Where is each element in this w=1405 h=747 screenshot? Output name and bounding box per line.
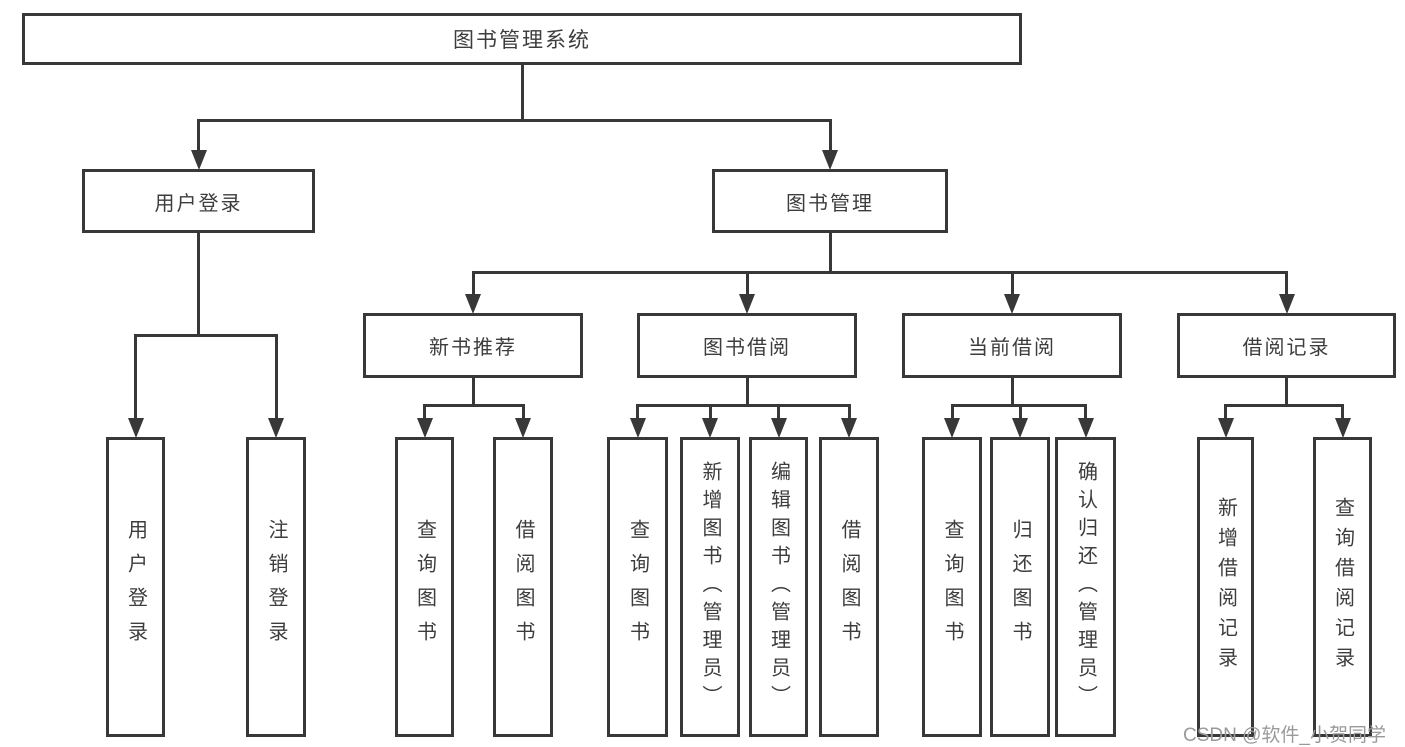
diagram-node-login-1: 用户登录 [106,437,165,737]
connector-line [745,378,749,405]
connector-line [708,405,712,421]
connector-arrowhead [190,150,207,170]
diagram-node-label: 新增图书（管理员） [699,461,721,713]
connector-line [847,405,851,421]
diagram-node-label: 新书推荐 [429,337,517,359]
diagram-node-label: 借阅记录 [1242,337,1331,359]
connector-line [197,118,832,122]
connector-arrowhead [822,150,838,170]
diagram-node-label: 借阅图书 [838,519,860,655]
connector-line [423,405,426,421]
connector-line [950,405,954,421]
diagram-node-current-3: 确认归还（管理员） [1055,437,1116,737]
connector-line [520,65,524,120]
diagram-node-label: 当前借阅 [968,337,1056,359]
diagram-node-label: 借阅图书 [512,519,534,655]
diagram-node-label: 编辑图书（管理员） [767,461,790,713]
diagram-node-login-2: 注销登录 [246,437,306,737]
connector-line [197,120,200,153]
connector-line [521,405,525,421]
diagram-node-root: 图书管理系统 [22,13,1022,65]
diagram-node-label: 查询借阅记录 [1331,497,1354,677]
connector-line [828,233,832,272]
connector-line [777,405,780,421]
connector-line [1224,403,1344,407]
diagram-node-label: 查询图书 [413,519,436,655]
diagram-node-records-2: 查询借阅记录 [1313,437,1372,737]
connector-arrowhead [416,418,433,438]
connector-arrowhead [465,294,481,314]
connector-arrowhead [1004,294,1020,314]
diagram-node-records-1: 新增借阅记录 [1197,437,1254,737]
diagram-node-label: 图书借阅 [703,337,791,359]
connector-line [274,335,278,421]
connector-line [1285,272,1288,297]
connector-arrowhead [515,418,531,438]
connector-arrowhead [770,418,787,438]
diagram-node-current-2: 归还图书 [990,437,1050,737]
connector-line [636,403,851,407]
diagram-node-borrow-3: 编辑图书（管理员） [749,437,808,737]
connector-arrowhead [127,418,144,438]
diagram-node-borrow-2: 新增图书（管理员） [680,437,740,737]
connector-line [1224,405,1227,421]
diagram-node-borrow-4: 借阅图书 [819,437,879,737]
connector-line [1084,405,1087,421]
connector-line [471,272,475,297]
connector-arrowhead [1077,418,1094,438]
diagram-node-current: 当前借阅 [902,313,1122,378]
connector-line [636,405,639,421]
connector-line [1341,405,1344,421]
connector-line [423,403,525,407]
connector-arrowhead [1012,418,1028,438]
diagram-node-label: 用户登录 [124,519,147,655]
connector-arrowhead [944,418,960,438]
diagram-node-label: 查询图书 [626,519,649,655]
connector-line [1010,272,1014,297]
diagram-node-borrow-1: 查询图书 [607,437,668,737]
diagram-node-current-1: 查询图书 [922,437,982,737]
connector-arrowhead [268,418,284,438]
connector-line [471,378,475,405]
diagram-node-label: 确认归还（管理员） [1074,461,1097,713]
connector-arrowhead [1278,294,1295,314]
diagram-node-label: 注销登录 [265,519,287,655]
connector-arrowhead [1334,418,1351,438]
watermark-text: CSDN @软件_小贺同学 [1183,725,1386,746]
diagram-node-records: 借阅记录 [1177,313,1396,378]
connector-arrowhead [629,418,646,438]
diagram-node-rec: 新书推荐 [363,313,583,378]
connector-arrowhead [841,418,857,438]
connector-line [1018,405,1022,421]
diagram-node-label: 图书管理 [786,192,874,215]
connector-arrowhead [1217,418,1234,438]
diagram-node-login: 用户登录 [82,169,315,233]
diagram-node-mgmt: 图书管理 [712,169,948,233]
connector-line [828,120,832,153]
connector-line [134,333,278,337]
connector-line [1010,378,1014,405]
connector-line [745,272,749,297]
connector-arrowhead [702,418,718,438]
diagram-node-label: 归还图书 [1009,519,1031,655]
connector-line [197,233,200,335]
diagram-node-label: 查询图书 [941,519,963,655]
connector-arrowhead [739,294,755,314]
diagram-node-borrow: 图书借阅 [637,313,857,378]
connector-line [471,270,1288,274]
diagram-node-label: 用户登录 [154,192,243,215]
diagram-node-rec-2: 借阅图书 [493,437,553,737]
connector-line [134,335,137,421]
diagram-node-label: 图书管理系统 [453,29,591,52]
connector-line [1285,378,1288,405]
diagram-node-rec-1: 查询图书 [395,437,454,737]
diagram-node-label: 新增借阅记录 [1214,497,1237,677]
